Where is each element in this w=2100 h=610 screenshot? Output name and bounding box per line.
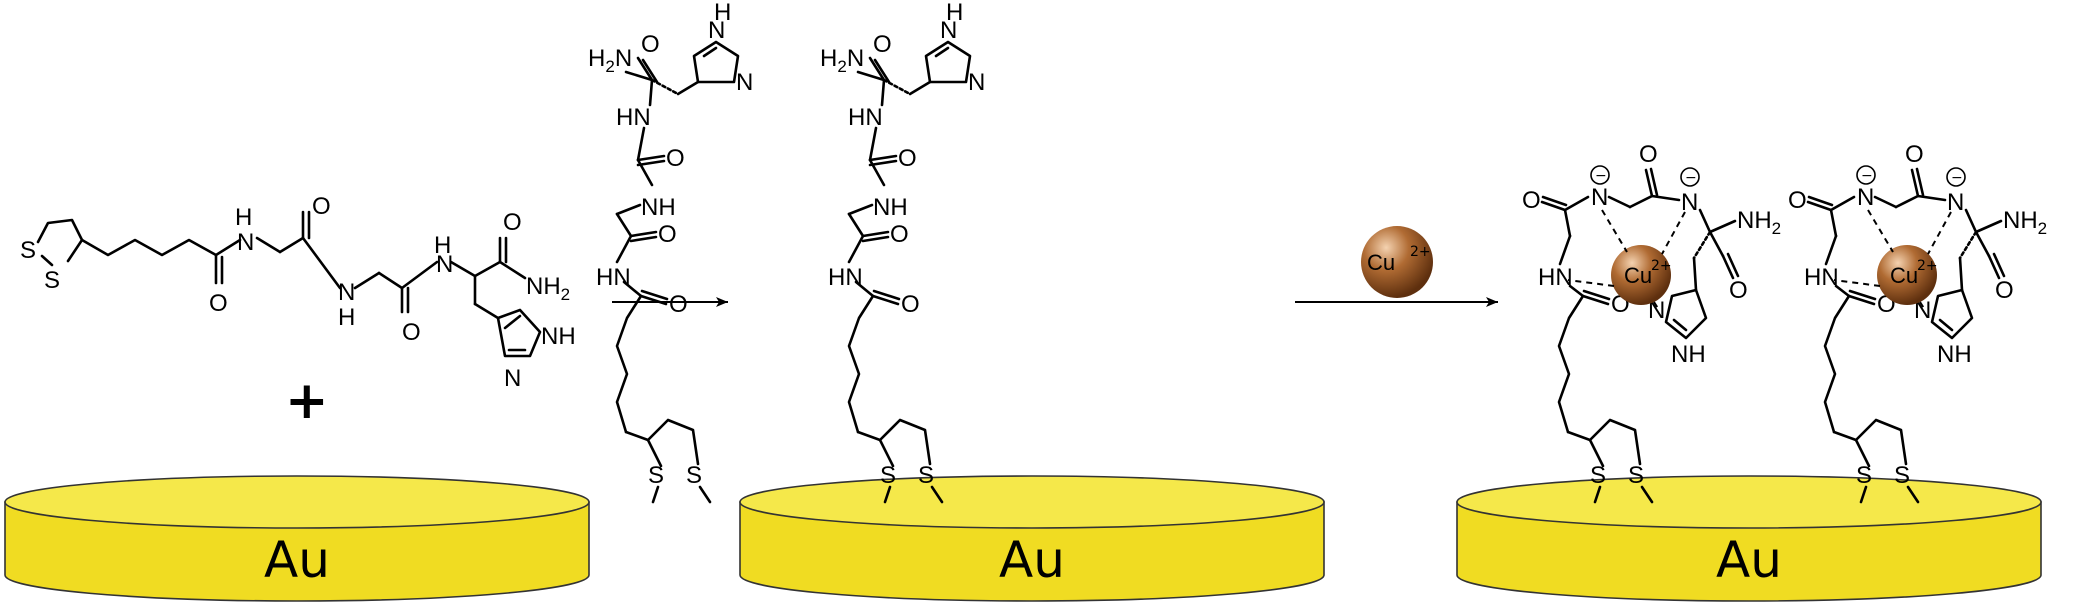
svg-text:2+: 2+ [1917, 258, 1938, 274]
cu-symbol: Cu [1367, 250, 1395, 275]
gold-substrate-3: Au [1456, 475, 2042, 602]
svg-text:O: O [873, 31, 892, 58]
svg-text:N: N [504, 365, 521, 392]
svg-text:N: N [968, 69, 985, 96]
svg-text:S: S [44, 267, 60, 294]
svg-text:S: S [1856, 462, 1872, 489]
gold-label-3: Au [1716, 531, 1782, 589]
svg-text:HN: HN [1804, 264, 1839, 291]
gold-label-1: Au [264, 531, 330, 589]
reaction-arrow-2 [1295, 297, 1498, 307]
svg-text:H: H [434, 232, 451, 259]
svg-text:O: O [890, 221, 909, 248]
svg-text:O: O [898, 145, 917, 172]
svg-text:HN: HN [848, 104, 883, 131]
svg-text:S: S [1894, 462, 1910, 489]
svg-text:O: O [901, 291, 920, 318]
svg-text:O: O [312, 193, 331, 220]
svg-text:S: S [880, 462, 896, 489]
svg-text:H: H [946, 0, 963, 26]
gold-substrate-2: Au [739, 475, 1325, 602]
free-lipoyl-peptide: S S H N O O N H O H N O NH2 NH N + [20, 193, 576, 431]
svg-text:O: O [503, 209, 522, 236]
svg-text:H2N: H2N [820, 45, 864, 76]
svg-text:Cu: Cu [1367, 250, 1395, 275]
svg-text:S: S [918, 462, 934, 489]
svg-text:NH: NH [873, 194, 908, 221]
svg-text:N: N [338, 279, 355, 306]
gold-substrate-1: Au [4, 475, 590, 602]
svg-text:O: O [1905, 141, 1924, 168]
svg-text:NH2: NH2 [2003, 207, 2047, 238]
svg-text:N: N [1857, 184, 1874, 211]
cu-charge: 2+ [1410, 244, 1431, 260]
copper-complex-right-0 [1520, 139, 1783, 504]
svg-text:O: O [209, 290, 228, 317]
svg-text:HN: HN [828, 264, 863, 291]
svg-text:H: H [235, 204, 252, 231]
svg-text:O: O [1995, 277, 2014, 304]
gold-label-2: Au [999, 531, 1065, 589]
svg-text:S: S [20, 237, 36, 264]
svg-text:Cu: Cu [1890, 263, 1918, 288]
copper-complex-right-1: S S O HN O N − O N − O NH2 [1788, 141, 2047, 504]
svg-text:H: H [338, 304, 355, 331]
plus-sign: + [285, 371, 329, 431]
svg-text:N: N [940, 17, 957, 44]
svg-text:−: − [1951, 170, 1963, 186]
copper-ion-reagent: Cu 2+ [1361, 226, 1433, 298]
svg-text:NH: NH [1937, 341, 1972, 368]
svg-text:O: O [1788, 187, 1807, 214]
svg-text:N: N [237, 229, 254, 256]
svg-text:N: N [436, 251, 453, 278]
svg-text:NH2: NH2 [526, 273, 570, 304]
bound-peptide-middle-0 [586, 0, 755, 504]
svg-text:O: O [402, 319, 421, 346]
svg-text:NH: NH [541, 323, 576, 350]
svg-text:−: − [1861, 168, 1873, 184]
bound-peptide-middle-1: S S O HN O NH O HN O H2N [820, 0, 985, 504]
svg-text:N: N [1914, 297, 1931, 324]
svg-text:N: N [1947, 189, 1964, 216]
